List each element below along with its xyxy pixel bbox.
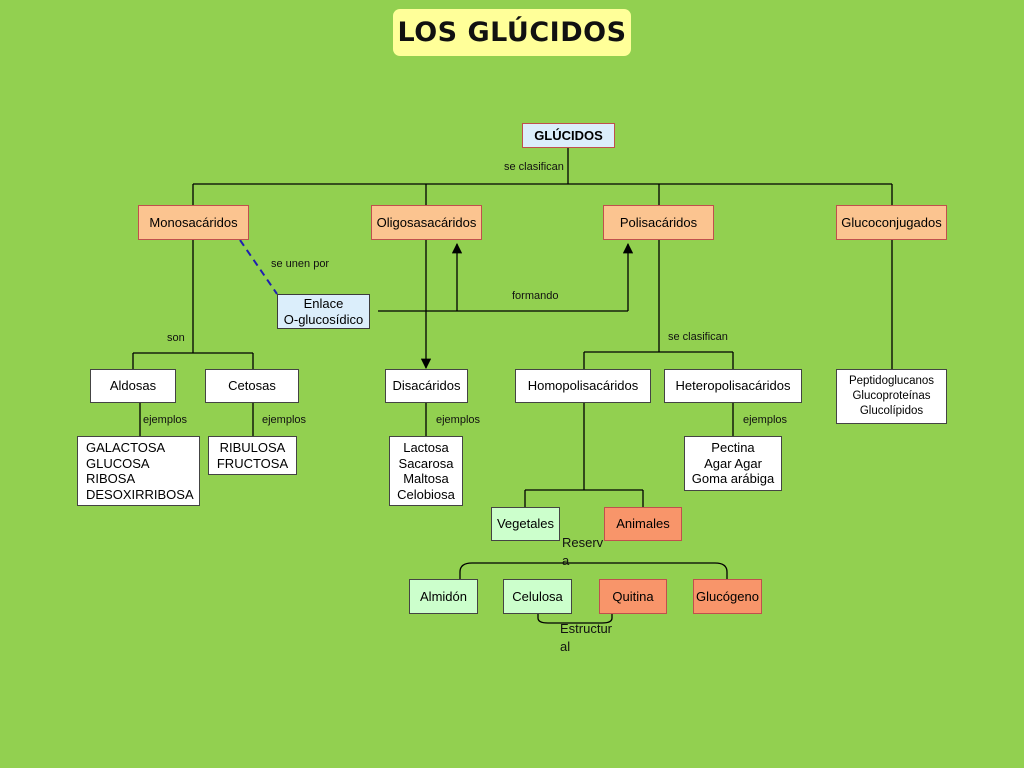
label-formando: formando: [512, 290, 559, 302]
node-homopolisacaridos: Homopolisacáridos: [515, 369, 651, 403]
node-disacaridos: Disacáridos: [385, 369, 468, 403]
node-heteropolisacaridos: Heteropolisacáridos: [664, 369, 802, 403]
node-almidon: Almidón: [409, 579, 478, 614]
page-title: LOS GLÚCIDOS: [393, 9, 631, 56]
label-ejemplos-disacaridos: ejemplos: [436, 414, 481, 426]
node-glucidos: GLÚCIDOS: [522, 123, 615, 148]
node-cetosas: Cetosas: [205, 369, 299, 403]
node-disacaridos-list: Lactosa Sacarosa Maltosa Celobiosa: [389, 436, 463, 506]
label-se-clasifican: se clasifican: [504, 161, 564, 173]
node-enlace-o-glucosidico: Enlace O-glucosídico: [277, 294, 370, 329]
label-son: son: [167, 332, 185, 344]
label-ejemplos-hetero: ejemplos: [743, 414, 788, 426]
label-ejemplos-cetosas: ejemplos: [262, 414, 307, 426]
label-ejemplos-aldosas: ejemplos: [143, 414, 188, 426]
node-animales: Animales: [604, 507, 682, 541]
node-glucogeno: Glucógeno: [693, 579, 762, 614]
node-oligosacaridos: Oligosasacáridos: [371, 205, 482, 240]
node-glucoconjugados-list: Peptidoglucanos Glucoproteínas Glucolípi…: [836, 369, 947, 424]
label-estructural: Estructur al: [560, 621, 613, 654]
label-reserva: Reserv a: [562, 535, 604, 568]
node-aldosas: Aldosas: [90, 369, 176, 403]
node-heteropolisacaridos-list: Pectina Agar Agar Goma arábiga: [684, 436, 782, 491]
node-celulosa: Celulosa: [503, 579, 572, 614]
node-aldosas-list: GALACTOSA GLUCOSA RIBOSA DESOXIRRIBOSA: [77, 436, 200, 506]
node-quitina: Quitina: [599, 579, 667, 614]
node-polisacaridos: Polisacáridos: [603, 205, 714, 240]
label-se-unen-por: se unen por: [271, 258, 330, 270]
label-se-clasifican-poli: se clasifican: [668, 331, 728, 343]
node-vegetales: Vegetales: [491, 507, 560, 541]
node-cetosas-list: RIBULOSA FRUCTOSA: [208, 436, 297, 475]
node-glucoconjugados: Glucoconjugados: [836, 205, 947, 240]
node-monosacaridos: Monosacáridos: [138, 205, 249, 240]
